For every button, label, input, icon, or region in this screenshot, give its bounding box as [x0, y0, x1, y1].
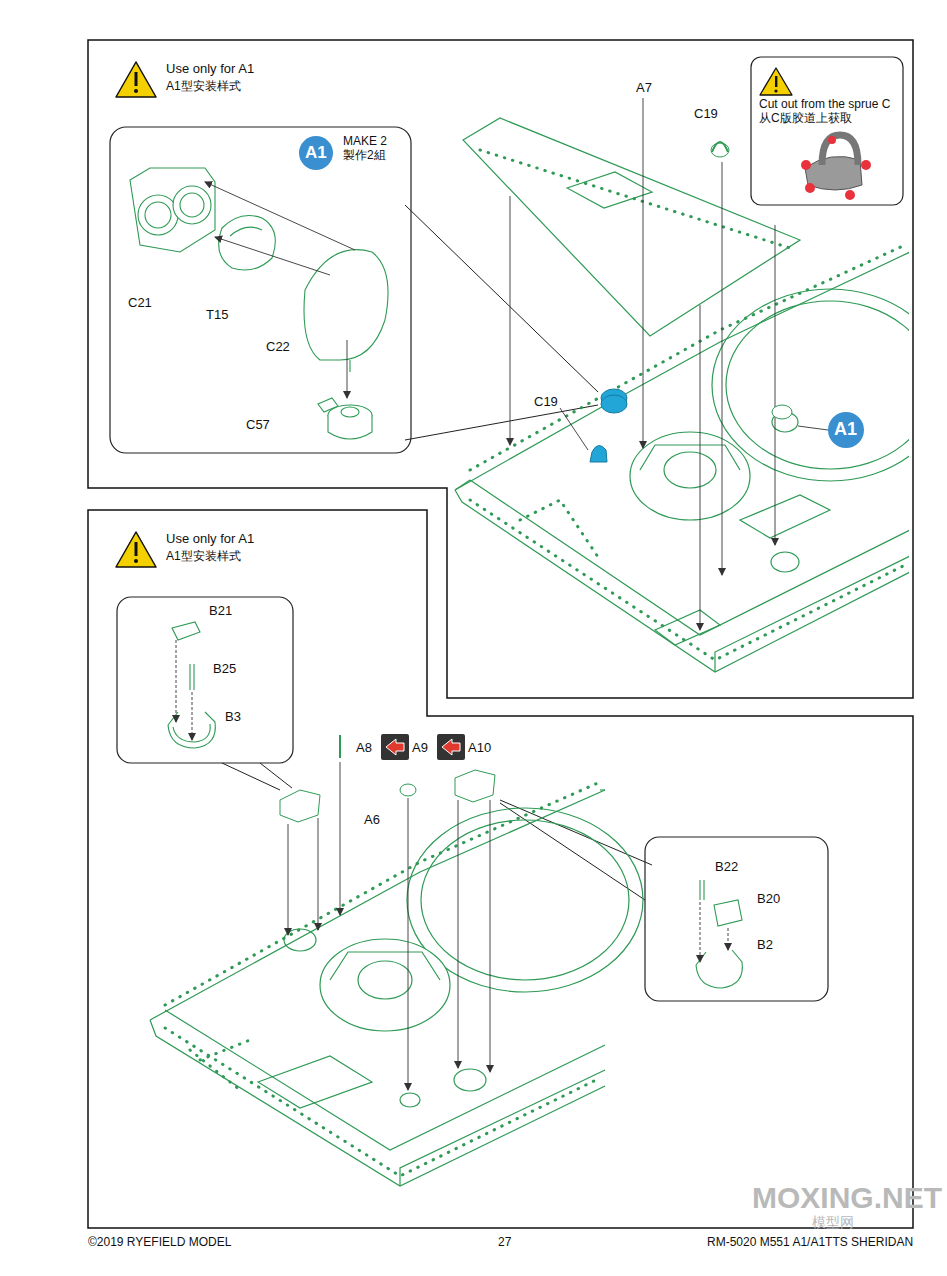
- note-box: Cut out from the sprue C 从C版胶道上获取: [751, 57, 903, 205]
- part-number: A8: [356, 740, 372, 756]
- inset-box: [110, 127, 411, 453]
- part-number: C21: [128, 295, 152, 311]
- inset-box: A1 MAKE 2 製作2組 C21T15C22C57: [110, 127, 411, 453]
- model-name: RM-5020 M551 A1/A1TTS SHERIDAN: [707, 1235, 913, 1249]
- watermark: 模型网: [812, 1214, 854, 1231]
- part-drawing: [590, 142, 828, 462]
- part-drawing: [280, 735, 495, 822]
- page-number: 27: [498, 1235, 511, 1249]
- part-number: C22: [266, 339, 290, 355]
- hull-drawing: [455, 118, 909, 672]
- part-drawing: [130, 168, 388, 439]
- part-number: A9: [412, 740, 428, 756]
- assembly-arrow: [176, 640, 728, 962]
- part-drawing: [168, 622, 742, 988]
- part-number: A7: [636, 80, 652, 96]
- part-number: B25: [213, 661, 236, 677]
- part-number: C19: [534, 394, 558, 410]
- warning-text: A1型安装样式: [166, 549, 241, 563]
- warning-icon: [760, 68, 792, 95]
- part-number: B21: [209, 603, 232, 619]
- warning-icon: [116, 532, 156, 567]
- swap-icon: [381, 734, 465, 760]
- assembly-arrow: [288, 762, 490, 1090]
- assembly-arrow: [510, 98, 775, 630]
- note-box: [751, 57, 903, 205]
- inset-box: B22B20B2: [645, 837, 828, 1001]
- rivet-row: [470, 150, 905, 660]
- part-number: B2: [757, 937, 773, 953]
- copyright: ©2019 RYEFIELD MODEL: [88, 1235, 231, 1249]
- part-number: A10: [468, 740, 491, 756]
- part-number: C57: [246, 417, 270, 433]
- part-number: B20: [757, 891, 780, 907]
- instruction-panel: B21B25B3B22B20B2 Use only for A1 A1型安装样式: [88, 510, 913, 1228]
- watermark: MOXING.NET: [752, 1180, 942, 1216]
- assembly-arrow: [205, 182, 355, 398]
- note-text: Cut out from the sprue C 从C版胶道上获取: [759, 97, 901, 126]
- inset-box: [645, 837, 828, 1001]
- callout-circle: A1: [299, 136, 333, 170]
- part-number: B22: [715, 859, 738, 875]
- hull-drawing: [150, 790, 643, 1186]
- panel-outline: [88, 40, 913, 698]
- callout-number: A1: [834, 419, 857, 441]
- leader-line: [222, 205, 652, 900]
- part-number: B3: [225, 709, 241, 725]
- panel-outline: [88, 510, 913, 1228]
- inset-box: [117, 597, 293, 763]
- part-number: A6: [364, 812, 380, 828]
- callout-number: A1: [305, 143, 327, 163]
- warning-icon: [116, 62, 156, 97]
- callout-circle: A1: [828, 412, 864, 448]
- inset-box: B21B25B3: [117, 597, 293, 763]
- warning-text: Use only for A1: [166, 61, 254, 77]
- rivet-row: [165, 782, 600, 1176]
- quantity-note: MAKE 2 製作2組: [343, 134, 401, 163]
- part-number: C19: [694, 106, 718, 122]
- part-number: T15: [206, 307, 228, 323]
- part-drawing: [801, 135, 871, 200]
- warning-text: A1型安装样式: [166, 79, 241, 93]
- instruction-panel: A1 MAKE 2 製作2組 C21T15C22C57 Cut out from th…: [88, 40, 913, 698]
- warning-text: Use only for A1: [166, 531, 254, 547]
